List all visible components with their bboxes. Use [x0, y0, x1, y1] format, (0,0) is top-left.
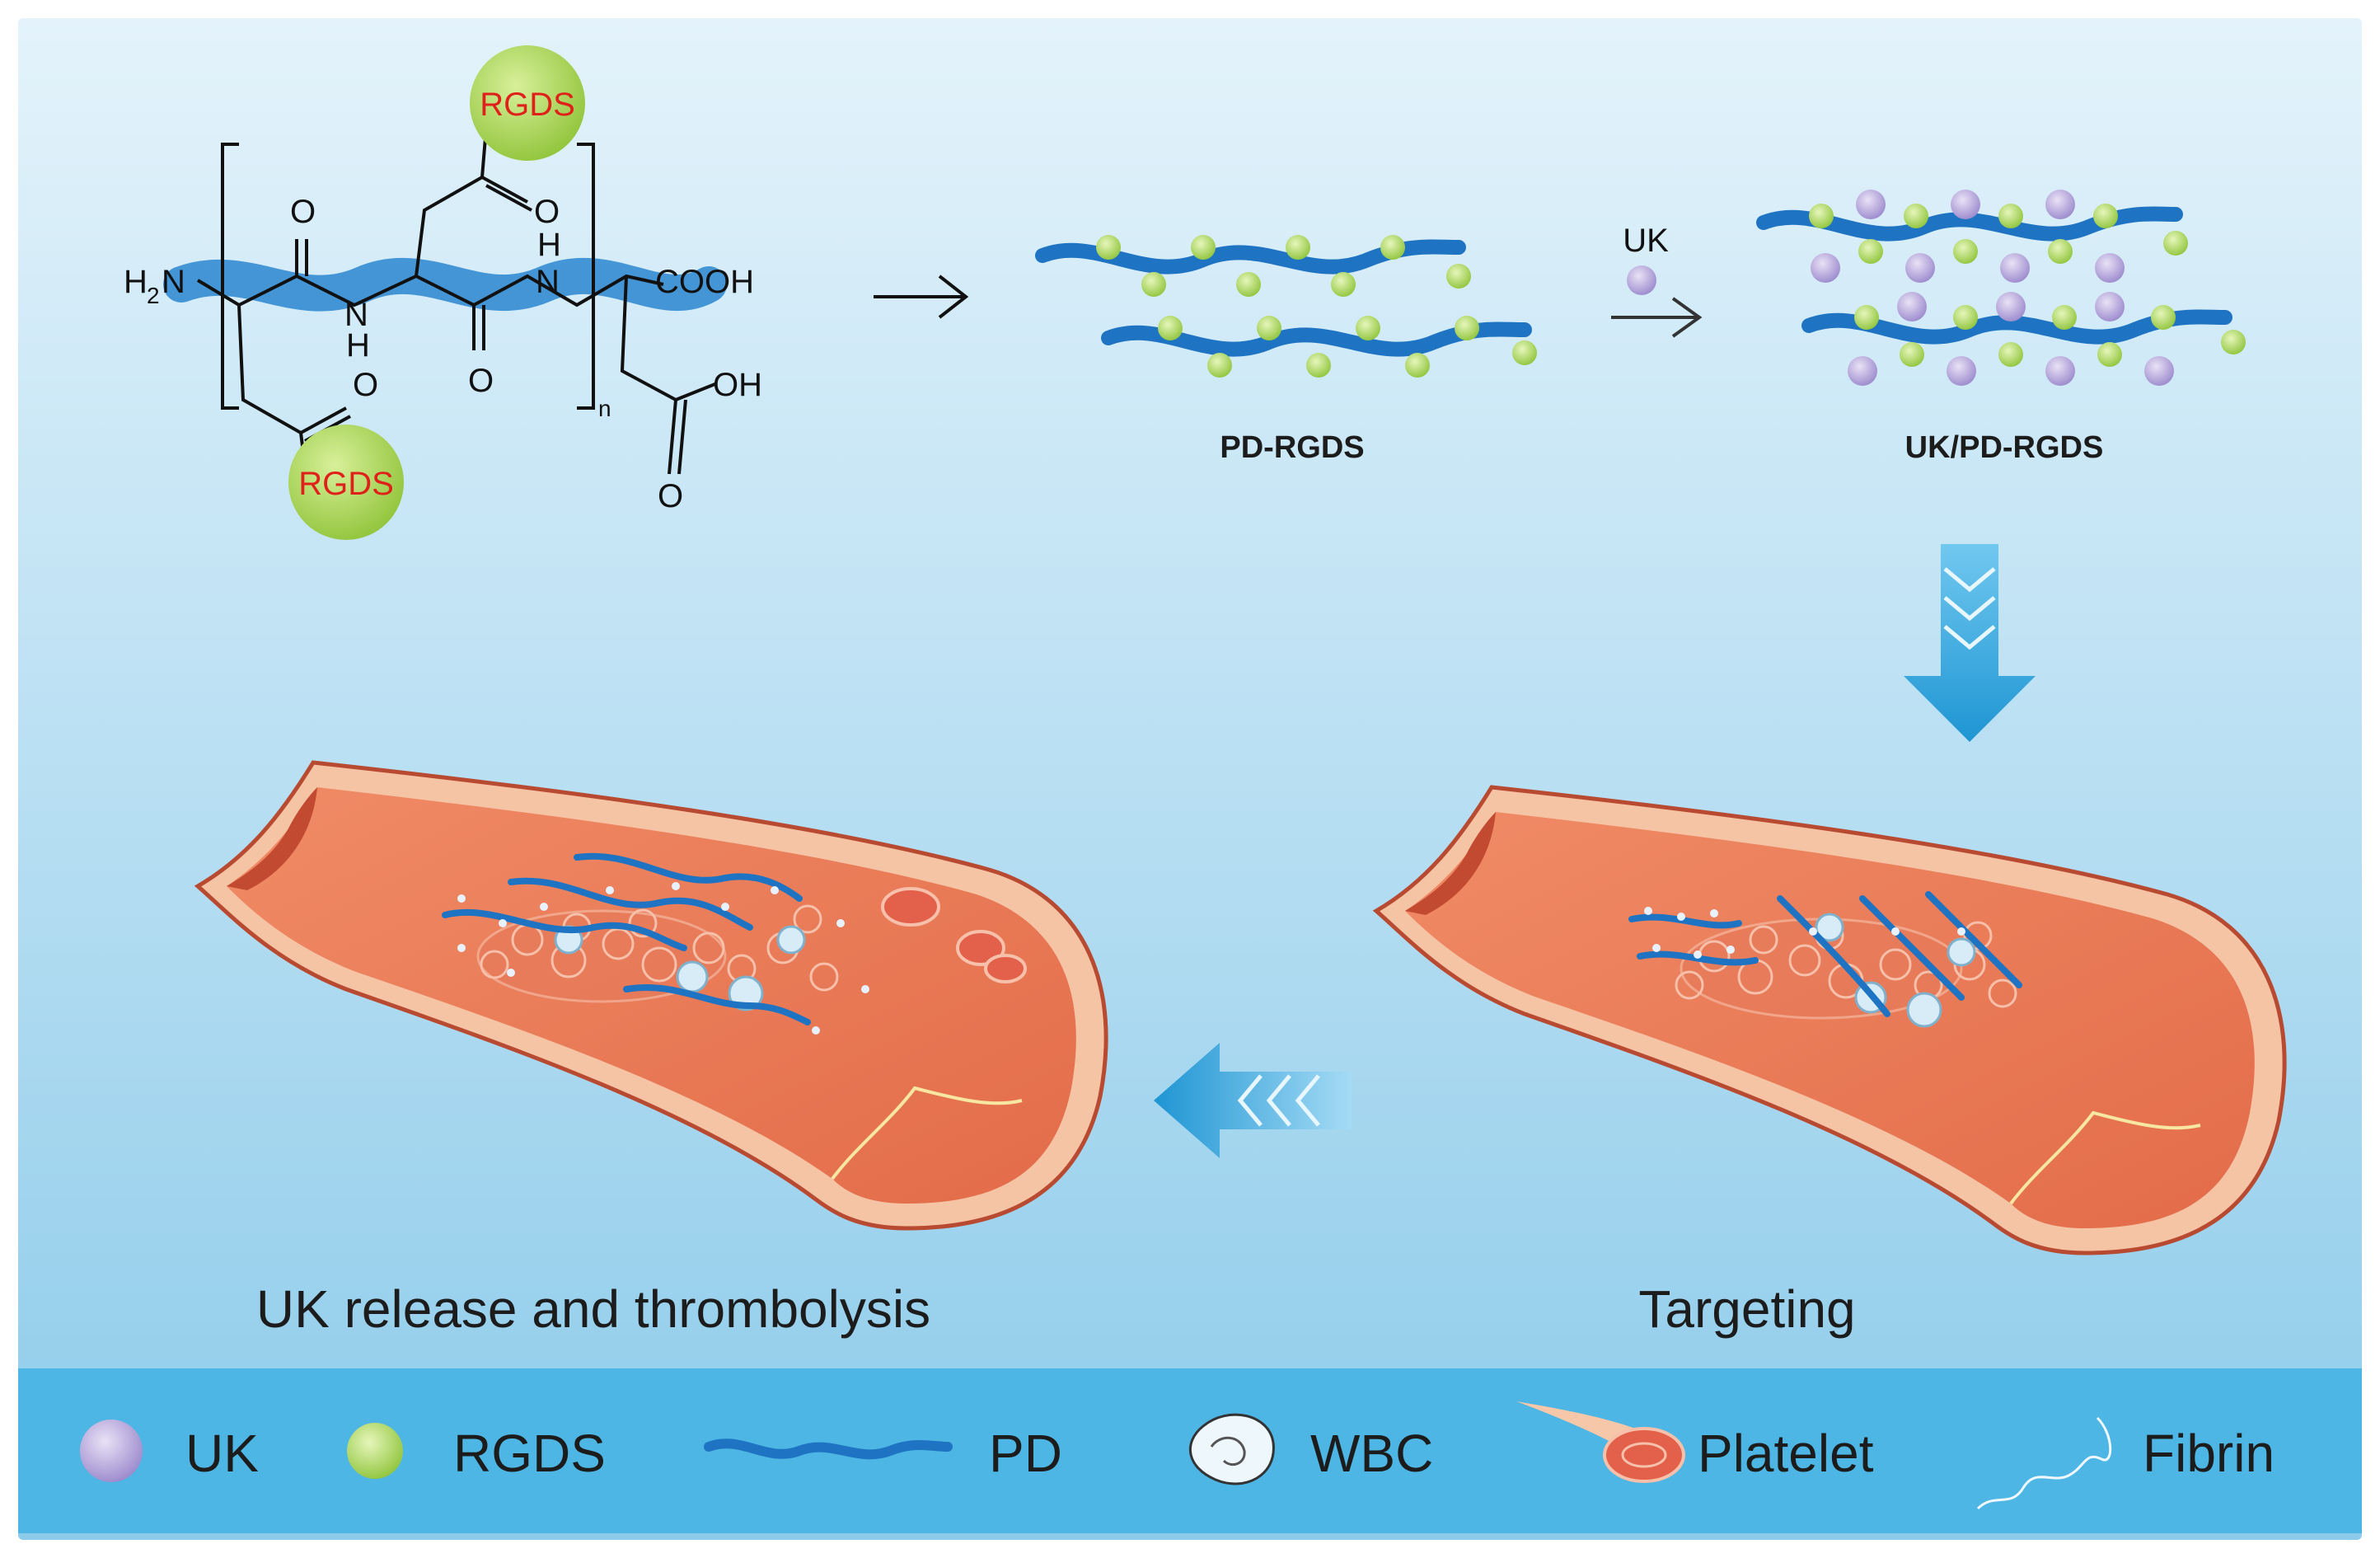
o-top-right: O — [534, 194, 560, 230]
rgds-sphere-top — [470, 45, 585, 161]
repeat-subscript-n: n — [598, 396, 611, 421]
platelet-icon — [1516, 1401, 1685, 1483]
nh-left-h: H — [346, 327, 370, 364]
uk-reagent-label: UK — [1623, 223, 1669, 259]
vessel-opening — [227, 787, 317, 890]
rgds-label-top: RGDS — [480, 87, 575, 123]
stage-label-targeting: Targeting — [1638, 1279, 1855, 1339]
legend-label-wbc: WBC — [1310, 1424, 1433, 1483]
o-acid: O — [658, 478, 683, 514]
rgds-beads — [1096, 235, 1537, 378]
legend-label-fibrin: Fibrin — [2143, 1424, 2275, 1483]
legend-label-pd: PD — [989, 1424, 1062, 1483]
pd-chains-in-clot — [442, 852, 811, 1025]
down-arrow-icon — [1904, 544, 2036, 742]
cooh-label: COOH — [655, 264, 754, 300]
legend-label-platelet: Platelet — [1698, 1424, 1874, 1483]
vessel-release — [194, 760, 1108, 1231]
rgds-label-bottom: RGDS — [298, 466, 394, 502]
pd-rgds-label: PD-RGDS — [1220, 430, 1364, 465]
uk-pd-rgds-assembly — [1756, 190, 2246, 386]
wbc-icon — [1189, 1413, 1275, 1485]
background-panel — [18, 18, 2362, 1540]
uk-bound-dots — [1644, 907, 1965, 959]
uk-released-dots — [457, 882, 869, 1035]
amine-subscript: 2 — [147, 283, 160, 308]
legend-bar: UK RGDS PD WBC Platelet Fibrin — [18, 1368, 2362, 1533]
uk-bead-icon — [80, 1420, 143, 1482]
left-arrow-icon — [1154, 1043, 1352, 1158]
vessel-opening — [1405, 812, 1496, 915]
vessel-targeting — [1372, 785, 2287, 1255]
fibrin-icon — [1976, 1416, 2112, 1510]
legend-label-uk: UK — [185, 1424, 259, 1483]
amine-n: N — [162, 264, 185, 300]
uk-pd-rgds-label: UK/PD-RGDS — [1905, 430, 2104, 465]
free-platelets — [881, 887, 1027, 983]
nh-right-n: N — [536, 264, 560, 300]
backbone-band — [163, 257, 727, 312]
wbc-cells — [554, 925, 806, 1011]
arrow-to-uk-pd-rgds — [1611, 297, 1703, 338]
nh-left-n: N — [344, 297, 368, 333]
pd-chain-icon — [704, 1438, 953, 1460]
vessel-endothelium-line — [831, 1086, 1023, 1180]
o-bottom-rgds: O — [353, 367, 378, 403]
rgds-bead-icon — [347, 1423, 403, 1479]
rgds-sphere-bottom — [288, 425, 404, 540]
uk-reagent-bead-icon — [1627, 265, 1656, 295]
pd-rgds-assembly — [1035, 235, 1537, 378]
arrow-to-pd-rgds — [874, 275, 969, 319]
vessel-lumen — [1405, 812, 2255, 1228]
acid-oh: OH — [713, 367, 762, 403]
stage-label-release: UK release and thrombolysis — [256, 1279, 930, 1339]
vessel-endothelium-line — [2009, 1110, 2201, 1205]
pd-chain — [1756, 206, 2183, 242]
legend-label-rgds: RGDS — [453, 1424, 606, 1483]
o-mid: O — [468, 363, 494, 399]
nh-right-h: H — [537, 227, 561, 263]
rgds-beads — [1809, 204, 2246, 367]
o-top-left: O — [290, 194, 316, 230]
uk-beads — [1811, 190, 2174, 386]
pd-rgds-molecule: RGDS RGDS H 2 N COOH OH N H N H O O O O … — [124, 45, 762, 540]
amine-h: H — [124, 264, 148, 300]
